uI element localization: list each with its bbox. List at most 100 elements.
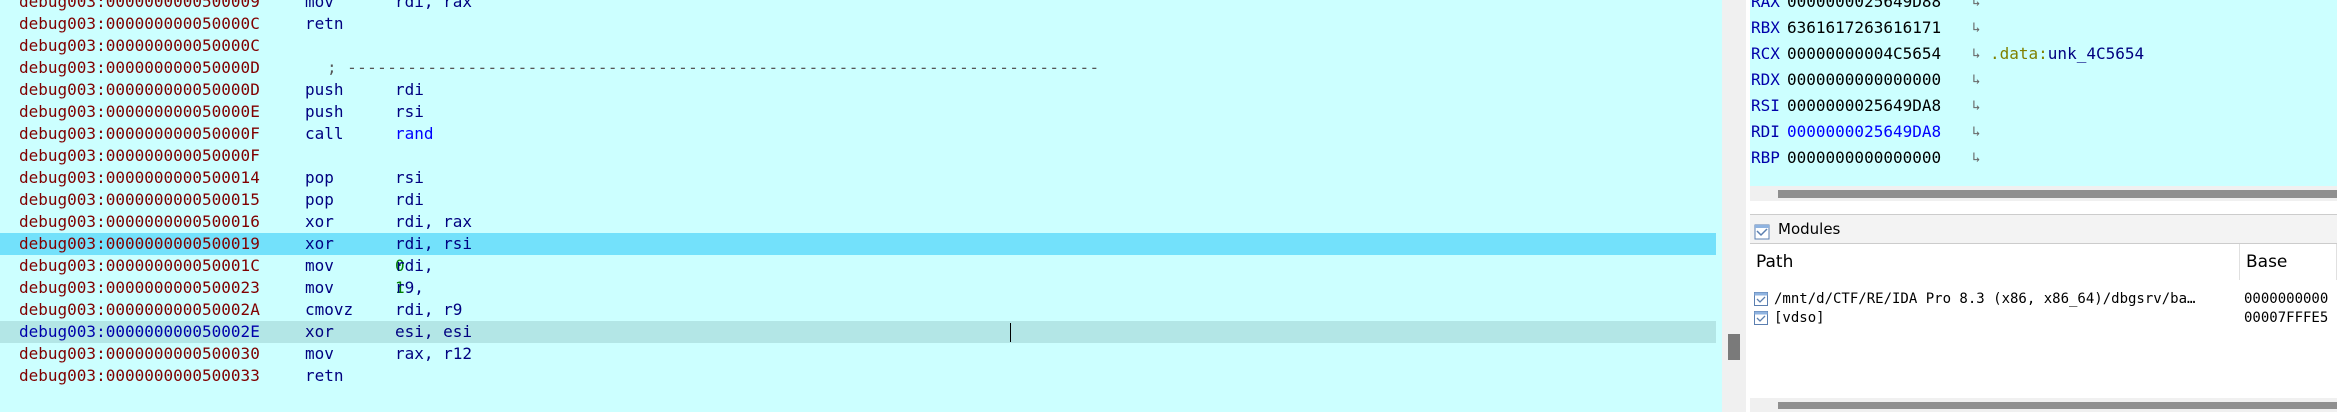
- instruction-operands: r9, 1: [395, 277, 424, 299]
- reference-symbol[interactable]: unk_4C5654: [2047, 44, 2145, 63]
- disasm-line[interactable]: debug003:0000000000500015 pop rdi: [0, 189, 1716, 211]
- disassembly-scrollbar[interactable]: [1722, 0, 1746, 412]
- instruction-mnemonic: mov: [305, 256, 334, 275]
- operand-immediate: 1: [395, 278, 405, 297]
- register-value[interactable]: 0000000025649D88: [1787, 0, 1942, 11]
- jump-arrow-icon[interactable]: ↳: [1972, 20, 1981, 36]
- instruction-mnemonic: xor: [305, 322, 334, 341]
- operand-function[interactable]: rand: [395, 124, 434, 143]
- disasm-line[interactable]: debug003:0000000000500033 retn: [0, 365, 1716, 387]
- register-value[interactable]: 0000000025649DA8: [1787, 122, 1942, 141]
- jump-arrow-icon[interactable]: ↳: [1972, 72, 1981, 88]
- register-name: RSI: [1751, 96, 1780, 115]
- line-address: debug003:0000000000500033: [19, 366, 260, 385]
- jump-arrow-icon[interactable]: ↳: [1972, 98, 1981, 114]
- instruction-mnemonic: xor: [305, 212, 334, 231]
- operand-register: rsi: [395, 102, 424, 121]
- disasm-line[interactable]: debug003:000000000050000C: [0, 35, 1716, 57]
- disasm-line[interactable]: debug003:0000000000500030 mov rax, r12: [0, 343, 1716, 365]
- operand-register: rdi, rax: [395, 212, 473, 231]
- modules-horizontal-scrollbar[interactable]: [1750, 398, 2337, 412]
- instruction-mnemonic: pop: [305, 190, 334, 209]
- column-header-path[interactable]: Path: [1750, 244, 2240, 280]
- register-value[interactable]: 0000000000000000: [1787, 148, 1942, 167]
- modules-scrollbar-thumb[interactable]: [1778, 402, 2337, 409]
- instruction-mnemonic: xor: [305, 234, 334, 253]
- line-address: debug003:0000000000500015: [19, 190, 260, 209]
- instruction-operands: rdi, 0: [395, 255, 434, 277]
- jump-arrow-icon[interactable]: ↳: [1972, 0, 1981, 10]
- instruction-mnemonic: cmovz: [305, 300, 354, 319]
- register-row[interactable]: RDX 0000000000000000 ↳: [1750, 67, 2337, 93]
- register-name: RBP: [1751, 148, 1780, 167]
- line-address: debug003:0000000000500030: [19, 344, 260, 363]
- line-address: debug003:000000000050000E: [19, 102, 260, 121]
- registers-scrollbar-thumb[interactable]: [1778, 190, 2337, 198]
- register-row[interactable]: RDI 0000000025649DA8 ↳: [1750, 119, 2337, 145]
- disasm-line[interactable]: debug003:000000000050000F: [0, 145, 1716, 167]
- register-name: RAX: [1751, 0, 1780, 11]
- register-row[interactable]: RSI 0000000025649DA8 ↳: [1750, 93, 2337, 119]
- disasm-line[interactable]: debug003:000000000050000F call rand: [0, 123, 1716, 145]
- module-path: /mnt/d/CTF/RE/IDA Pro 8.3 (x86, x86_64)/…: [1774, 291, 2196, 307]
- line-address: debug003:0000000000500016: [19, 212, 260, 231]
- register-row[interactable]: RCX 00000000004C5654 ↳ .data:unk_4C5654: [1750, 41, 2337, 67]
- register-reference[interactable]: .data:unk_4C5654: [1990, 41, 2144, 67]
- disassembly-scrollbar-thumb[interactable]: [1728, 334, 1740, 360]
- register-name: RDX: [1751, 70, 1780, 89]
- operand-register: rdi, r9: [395, 300, 463, 319]
- operand-register: rdi: [395, 190, 424, 209]
- line-address: debug003:0000000000500023: [19, 278, 260, 297]
- jump-arrow-icon[interactable]: ↳: [1972, 150, 1981, 166]
- jump-arrow-icon[interactable]: ↳: [1972, 46, 1981, 62]
- register-name: RCX: [1751, 44, 1780, 63]
- jump-arrow-icon[interactable]: ↳: [1972, 124, 1981, 140]
- module-icon: [1754, 292, 1768, 312]
- panel-splitter[interactable]: [1746, 0, 1750, 412]
- operand-register: r9,: [395, 278, 434, 297]
- line-address: debug003:000000000050000D: [19, 80, 260, 99]
- instruction-mnemonic: push: [305, 102, 344, 121]
- column-header-path-label: Path: [1756, 252, 1794, 272]
- operand-register: rdi: [395, 80, 424, 99]
- register-value[interactable]: 0000000000000000: [1787, 70, 1942, 89]
- instruction-mnemonic: pop: [305, 168, 334, 187]
- instruction-mnemonic: call: [305, 124, 344, 143]
- register-name: RDI: [1751, 122, 1780, 141]
- line-address: debug003:000000000050000F: [19, 124, 260, 143]
- operand-register: rdi,: [395, 256, 444, 275]
- module-row[interactable]: [vdso]00007FFFE5: [1750, 309, 2337, 328]
- module-base: 00007FFFE5: [2244, 310, 2329, 326]
- register-value[interactable]: 6361617263616171: [1787, 18, 1942, 37]
- operand-register: rax, r12: [395, 344, 473, 363]
- register-row[interactable]: RBP 0000000000000000 ↳: [1750, 145, 2337, 171]
- registers-horizontal-scrollbar[interactable]: [1750, 186, 2337, 201]
- operand-register: esi, esi: [395, 322, 473, 341]
- register-value[interactable]: 00000000004C5654: [1787, 44, 1942, 63]
- register-row[interactable]: RAX 0000000025649D88 ↳: [1750, 0, 2337, 15]
- modules-list[interactable]: Path Base /mnt/d/CTF/RE/IDA Pro 8.3 (x86…: [1750, 244, 2337, 412]
- module-row[interactable]: /mnt/d/CTF/RE/IDA Pro 8.3 (x86, x86_64)/…: [1750, 290, 2337, 309]
- line-address: debug003:0000000000500009: [19, 0, 260, 11]
- line-address: debug003:000000000050002E: [19, 322, 260, 341]
- register-value[interactable]: 0000000025649DA8: [1787, 96, 1942, 115]
- disasm-line[interactable]: debug003:000000000050000D; -------------…: [0, 57, 1716, 79]
- disasm-line[interactable]: debug003:000000000050002E xor esi, esi: [0, 321, 1716, 343]
- instruction-mnemonic: mov: [305, 344, 334, 363]
- instruction-mnemonic: retn: [305, 366, 344, 385]
- column-header-base[interactable]: Base: [2240, 244, 2337, 280]
- disasm-line[interactable]: debug003:0000000000500016 xor rdi, rax: [0, 211, 1716, 233]
- module-icon: [1754, 311, 1768, 331]
- disasm-line[interactable]: debug003:000000000050000E push rsi: [0, 101, 1716, 123]
